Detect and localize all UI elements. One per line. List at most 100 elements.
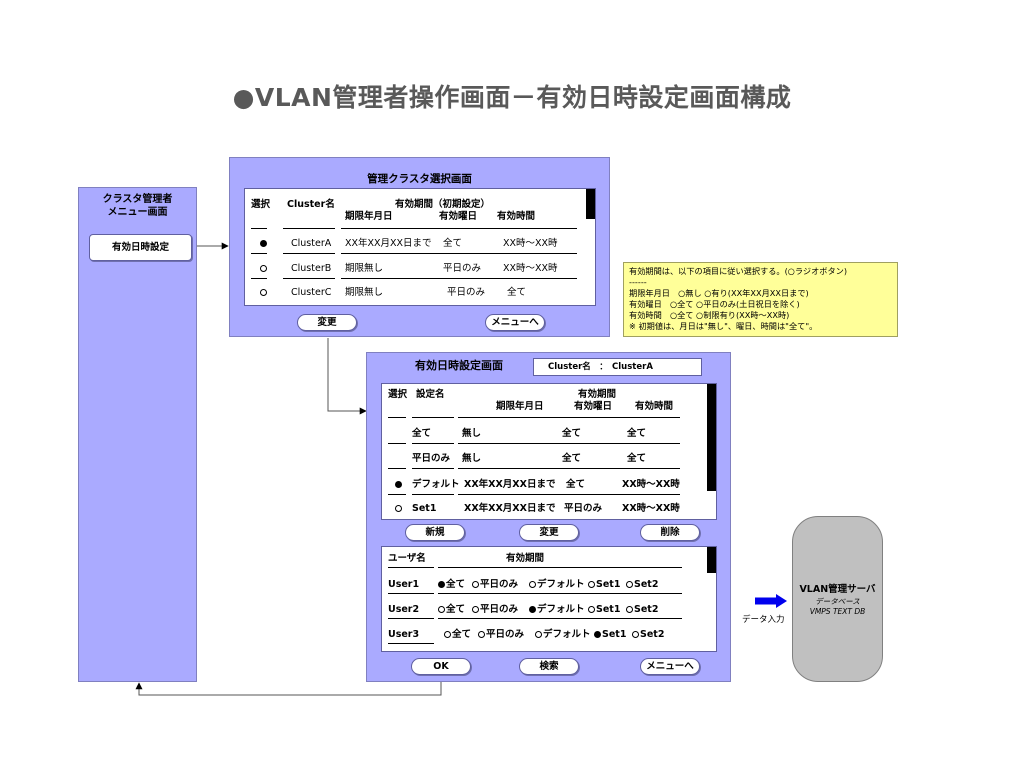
- col-time: 有効時間: [497, 211, 536, 222]
- user-period-radio[interactable]: [632, 631, 639, 638]
- arrow-cluster-to-datetime: [327, 338, 367, 415]
- setting-date-default: XX年XX月XX日まで: [464, 479, 556, 490]
- user-period-radio[interactable]: [529, 581, 536, 588]
- server-title: VLAN管理サーバ: [799, 584, 876, 595]
- user-period-option-label: Set1: [596, 579, 621, 590]
- user-period-radio[interactable]: [444, 631, 451, 638]
- cluster-name-label-box: Cluster名 ： ClusterA: [533, 358, 702, 376]
- setting-day-default: 全て: [566, 479, 586, 490]
- cluster-time-b: XX時～XX時: [503, 263, 558, 274]
- user-period-radio[interactable]: [626, 606, 633, 613]
- user-period-option-label: デフォルト: [537, 604, 585, 615]
- ok-button[interactable]: OK: [411, 658, 471, 675]
- settings-table: 選択 設定名 有効期間 期限年月日 有効曜日 有効時間 全て 無し 全て 全て …: [381, 383, 717, 520]
- setting-day-set1: 平日のみ: [564, 503, 603, 514]
- user-name: User2: [388, 604, 420, 615]
- datetime-setting-panel: 有効日時設定画面 Cluster名 ： ClusterA 選択 設定名 有効期間…: [366, 352, 731, 682]
- user-period-option-label: 平日のみ: [480, 604, 519, 615]
- cluster-name-c: ClusterC: [291, 287, 332, 298]
- setting-time-all: 全て: [627, 428, 647, 439]
- user-period-radio[interactable]: [472, 581, 479, 588]
- settings-col-period-group: 有効期間: [578, 389, 617, 400]
- setting-time-set1: XX時～XX時: [622, 503, 680, 514]
- user-table-scrollbar[interactable]: [707, 547, 716, 573]
- settings-col-time: 有効時間: [635, 401, 674, 412]
- settings-col-date: 期限年月日: [496, 401, 544, 412]
- user-period-option-label: 全て: [452, 629, 472, 640]
- col-date: 期限年月日: [345, 211, 393, 222]
- cluster-select-title: 管理クラスタ選択画面: [367, 173, 472, 185]
- setting-day-all: 全て: [562, 428, 582, 439]
- server-sub2: VMPS TEXT DB: [809, 607, 866, 616]
- search-button[interactable]: 検索: [519, 658, 579, 675]
- user-period-radio[interactable]: [438, 581, 445, 588]
- menu-screen-panel: クラスタ管理者 メニュー画面 有効日時設定: [78, 187, 197, 682]
- cluster-menu-button[interactable]: メニューへ: [485, 314, 545, 331]
- cluster-table-scrollbar[interactable]: [586, 189, 595, 219]
- setting-name-all: 全て: [412, 428, 432, 439]
- user-period-option-label: Set2: [640, 629, 665, 640]
- user-period-option-label: Set2: [634, 579, 659, 590]
- cluster-time-c: 全て: [507, 287, 527, 298]
- setting-time-default: XX時～XX時: [622, 479, 680, 490]
- setting-day-weekday: 全て: [562, 453, 582, 464]
- setting-name-default: デフォルト: [412, 479, 460, 490]
- setting-radio-set1[interactable]: [395, 505, 402, 512]
- setting-radio-default[interactable]: [395, 481, 402, 488]
- server-sub1: データベース: [815, 597, 860, 606]
- cluster-day-c: 平日のみ: [447, 287, 486, 298]
- vlan-server-db: VLAN管理サーバ データベース VMPS TEXT DB: [792, 516, 883, 682]
- cluster-day-b: 平日のみ: [443, 263, 482, 274]
- user-period-radio[interactable]: [588, 581, 595, 588]
- setting-name-set1: Set1: [412, 503, 437, 514]
- user-period-radio[interactable]: [478, 631, 485, 638]
- user-period-option-label: 平日のみ: [480, 579, 519, 590]
- datetime-setting-button-label: 有効日時設定: [111, 242, 169, 253]
- delete-button[interactable]: 削除: [640, 524, 700, 541]
- setting-date-weekday: 無し: [462, 453, 482, 464]
- col-day: 有効曜日: [439, 211, 478, 222]
- page-title: ●VLAN管理者操作画面－有効日時設定画面構成: [232, 83, 792, 112]
- cluster-name-b: ClusterB: [291, 263, 332, 274]
- user-col-name: ユーザ名: [388, 553, 426, 564]
- user-period-radio[interactable]: [438, 606, 445, 613]
- setting-date-all: 無し: [462, 428, 482, 439]
- datetime-menu-button[interactable]: メニューへ: [640, 658, 700, 675]
- setting-time-weekday: 全て: [627, 453, 647, 464]
- settings-table-scrollbar[interactable]: [707, 384, 716, 491]
- cluster-day-a: 全て: [443, 238, 463, 249]
- col-cluster-name: Cluster名: [287, 199, 335, 210]
- new-button[interactable]: 新規: [405, 524, 465, 541]
- cluster-change-button[interactable]: 変更: [297, 314, 357, 331]
- data-input-label: データ入力: [742, 615, 785, 625]
- user-period-radio[interactable]: [529, 606, 536, 613]
- user-period-option-label: Set1: [602, 629, 627, 640]
- datetime-setting-button[interactable]: 有効日時設定: [89, 234, 192, 261]
- cluster-date-b: 期限無し: [345, 263, 384, 274]
- user-name: User3: [388, 629, 420, 640]
- cluster-time-a: XX時～XX時: [503, 238, 558, 249]
- datetime-setting-title: 有効日時設定画面: [415, 359, 503, 372]
- user-period-radio[interactable]: [588, 606, 595, 613]
- menu-title-line2: メニュー画面: [107, 207, 168, 218]
- user-period-radio[interactable]: [535, 631, 542, 638]
- user-period-option-label: Set2: [634, 604, 659, 615]
- cluster-name-a: ClusterA: [291, 238, 332, 249]
- user-period-radio[interactable]: [626, 581, 633, 588]
- data-input-arrow-icon: [755, 593, 787, 608]
- cluster-radio-a[interactable]: [260, 240, 267, 247]
- user-period-radio[interactable]: [472, 606, 479, 613]
- cluster-radio-b[interactable]: [260, 265, 267, 272]
- menu-title-line1: クラスタ管理者: [102, 194, 173, 205]
- settings-col-name: 設定名: [416, 389, 445, 400]
- user-period-option-label: 全て: [446, 579, 466, 590]
- user-period-radio[interactable]: [594, 631, 601, 638]
- setting-date-set1: XX年XX月XX日まで: [464, 503, 556, 514]
- user-period-option-label: Set1: [596, 604, 621, 615]
- cluster-radio-c[interactable]: [260, 289, 267, 296]
- datetime-change-button[interactable]: 変更: [519, 524, 579, 541]
- user-period-option-label: 全て: [446, 604, 466, 615]
- settings-col-select: 選択: [388, 389, 408, 400]
